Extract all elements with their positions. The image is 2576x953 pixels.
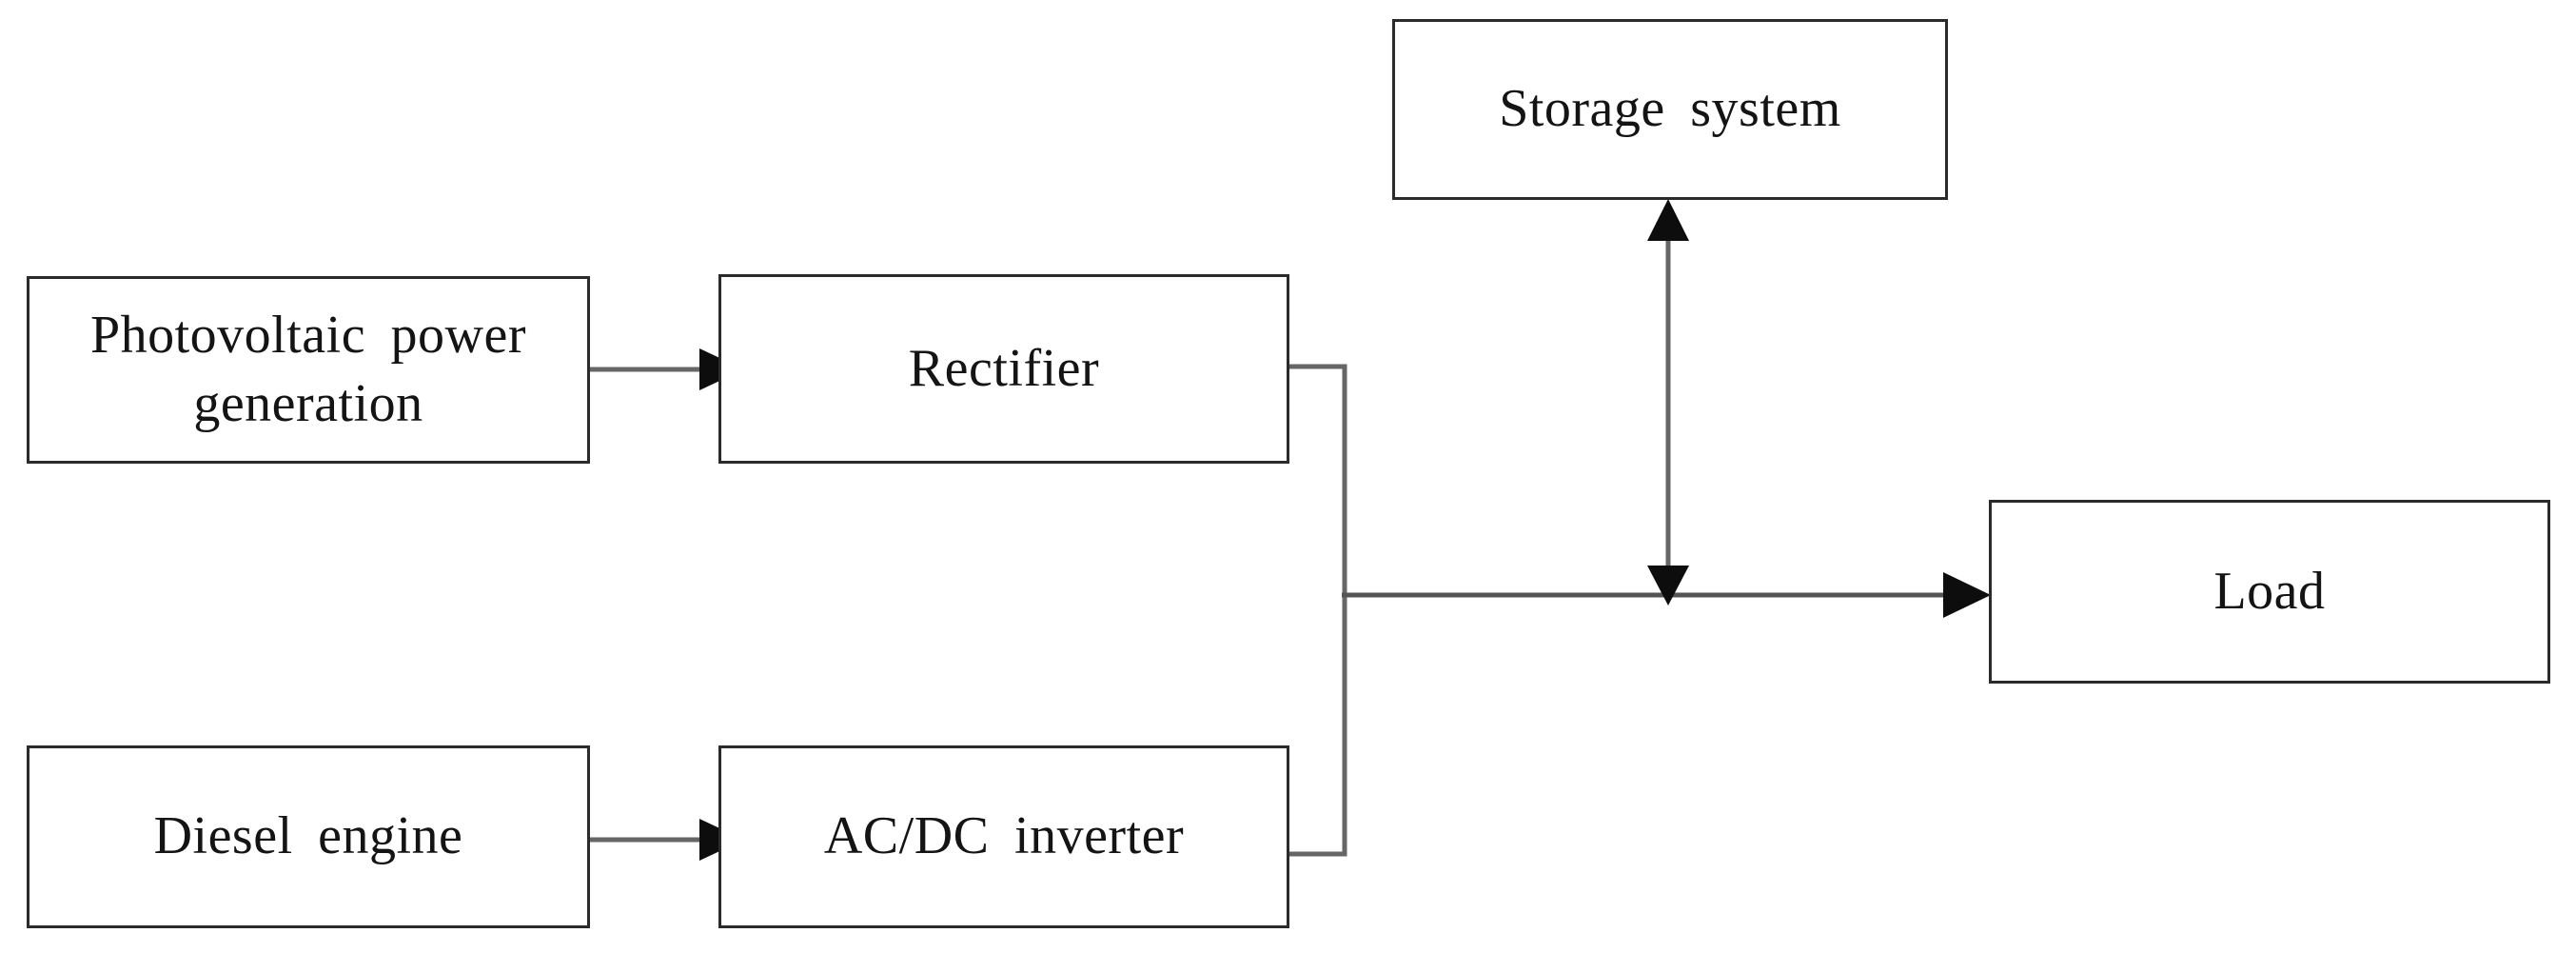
node-load[interactable]: Load	[1989, 500, 2550, 684]
node-photovoltaic-power-generation[interactable]: Photovoltaic power generation	[27, 276, 590, 464]
connector-bus-to-load	[1342, 572, 1991, 618]
node-diesel-engine[interactable]: Diesel engine	[27, 745, 590, 928]
node-label-diesel-engine: Diesel engine	[153, 806, 463, 866]
node-label-load: Load	[2213, 561, 2326, 621]
connector-rectifier-to-bus	[1289, 364, 1347, 595]
node-storage-system[interactable]: Storage system	[1392, 19, 1948, 200]
node-label-storage-system: Storage system	[1499, 79, 1841, 139]
node-label-photovoltaic: Photovoltaic power generation	[89, 305, 527, 433]
node-label-acdc-inverter: AC/DC inverter	[823, 806, 1185, 866]
node-acdc-inverter[interactable]: AC/DC inverter	[718, 745, 1289, 928]
node-label-rectifier: Rectifier	[908, 338, 1100, 398]
connector-inverter-to-bus	[1289, 595, 1347, 857]
node-rectifier[interactable]: Rectifier	[718, 274, 1289, 464]
connector-storage-bidirectional	[1647, 199, 1689, 606]
